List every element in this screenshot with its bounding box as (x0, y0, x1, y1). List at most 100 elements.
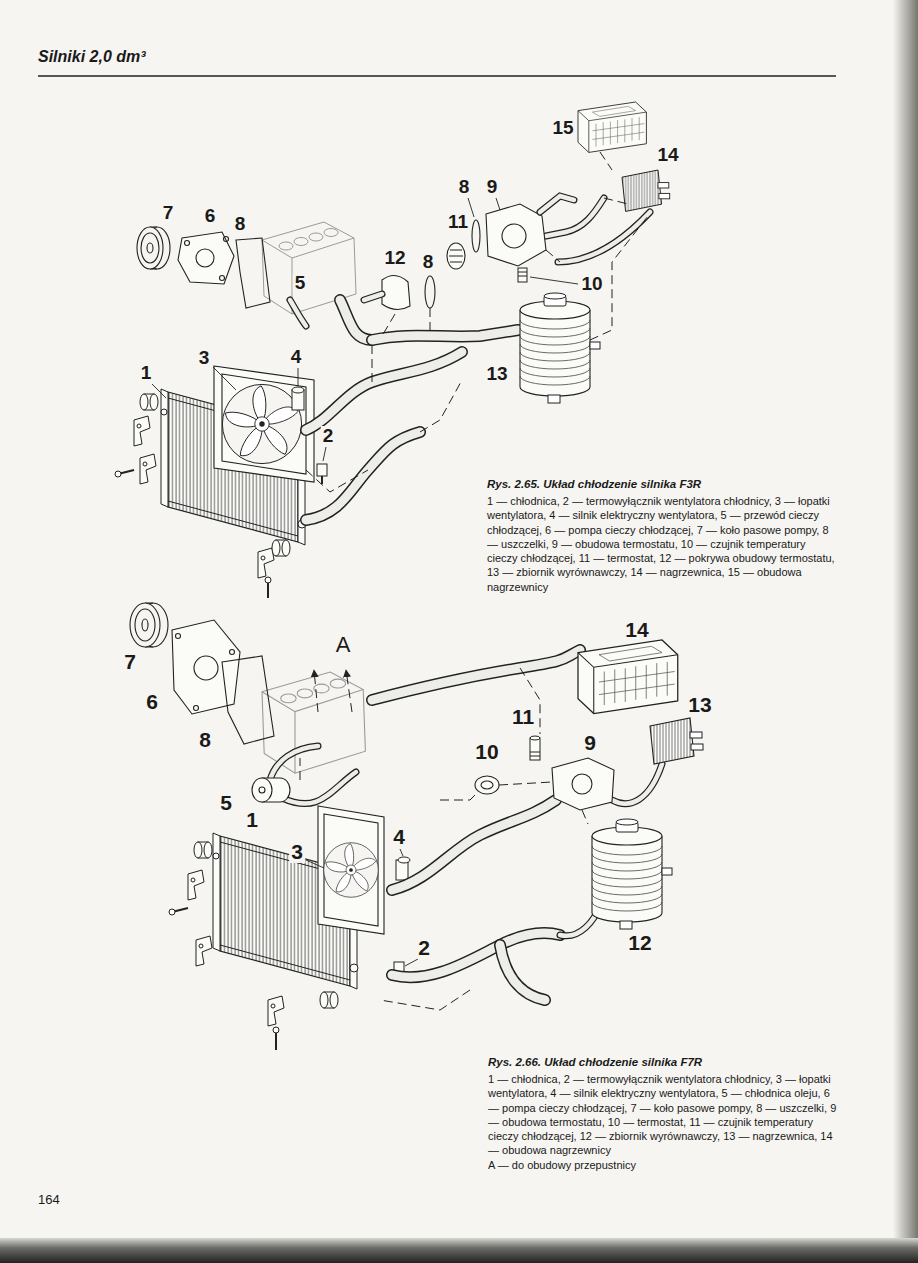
fan-shroud (318, 806, 384, 934)
water-pump (178, 232, 234, 284)
oil-cooler (252, 778, 290, 802)
fan-motor (292, 387, 304, 410)
figure-f7r (270, 746, 318, 780)
figure-f3r (340, 300, 372, 340)
pump-pulley (142, 619, 148, 631)
thermostat-cover (364, 275, 410, 309)
callout-number: 1 (139, 363, 154, 383)
figure-legend: 1 — chłodnica, 2 — termowyłącznik wentyl… (488, 1072, 838, 1158)
fan-motor (398, 857, 410, 863)
figure-f7r (612, 764, 662, 804)
thermostat-housing (502, 224, 526, 248)
dashed-guides (582, 810, 588, 824)
figure-f7r (612, 764, 662, 804)
callout-number: 1 (244, 809, 260, 831)
leader-lines (323, 447, 326, 461)
dashed-guides (499, 782, 552, 785)
thermostat (475, 776, 499, 794)
thermo-switch (321, 476, 323, 484)
pump-pulley (147, 243, 153, 253)
callout-number: 14 (655, 145, 680, 165)
figure-caption: Rys. 2.66. Układ chłodzenie silnika F7R (488, 1056, 702, 1068)
dashed-guides (546, 250, 560, 262)
page-edges (893, 0, 918, 1263)
figure-f3r (306, 352, 462, 430)
figure-f3r (558, 212, 650, 262)
leader-lines (306, 860, 324, 868)
temp-sensor (530, 736, 540, 740)
oil-cooler (252, 778, 272, 802)
fan-shroud (324, 814, 378, 926)
figure-f3r (372, 330, 518, 340)
temp-sensor (518, 268, 527, 282)
temp-sensor (530, 752, 540, 756)
leader-lines (306, 849, 418, 966)
figure-f7r (320, 992, 338, 1008)
callout-number: 4 (391, 826, 407, 848)
callout-number: 2 (416, 937, 432, 959)
leader-lines (400, 849, 403, 856)
water-pump (196, 249, 214, 267)
callout-number: 11 (510, 706, 536, 728)
callout-number: 11 (446, 212, 470, 232)
leader-lines (530, 277, 578, 284)
figure-f7r (196, 936, 212, 966)
figure-f7r (392, 800, 556, 890)
figure-f3r (140, 454, 156, 484)
callout-number: 10 (579, 274, 604, 294)
thermostat-housing (486, 196, 574, 266)
figure-f3r (340, 300, 372, 340)
dashed-guides (382, 314, 395, 336)
thermostat (449, 250, 463, 262)
callout-number: 6 (144, 691, 160, 713)
dashed-guides (430, 308, 431, 334)
figure-f3r (558, 212, 650, 262)
page-number: 164 (38, 1192, 60, 1207)
figure-f7r (650, 718, 703, 764)
leader-lines (213, 367, 236, 390)
pump-pulley (130, 603, 168, 647)
legend-note: A — do obudowy przepustnicy (488, 1159, 636, 1171)
water-pump (176, 634, 181, 639)
leader-lines (298, 368, 299, 386)
figure-f3r (258, 548, 274, 578)
pump-pulley (137, 227, 163, 269)
water-pump (178, 232, 234, 284)
callout-letter: A (334, 633, 353, 656)
callout-number: 4 (289, 347, 304, 367)
figure-f7r (268, 996, 284, 1026)
pump-pulley (141, 233, 159, 263)
dashed-guides (300, 758, 301, 780)
dashed-guides (420, 380, 462, 432)
thermostat-housing (540, 196, 574, 212)
figure-f3r (140, 394, 158, 410)
page-edges (0, 1238, 918, 1263)
fan-motor (292, 387, 304, 393)
dashed-guides (306, 152, 648, 492)
fan-shroud (214, 366, 314, 482)
leader-lines (496, 198, 500, 210)
leader-lines (152, 384, 166, 398)
figure-f7r (282, 772, 356, 804)
seal-ring (425, 276, 435, 308)
temp-sensor (530, 738, 540, 760)
pump-gasket (236, 238, 270, 308)
figure-f3r (134, 416, 150, 446)
figure-f7r (392, 933, 560, 977)
callout-number: 5 (293, 273, 308, 293)
callout-number: 7 (122, 651, 138, 673)
figure-f7r (282, 772, 356, 804)
thermostat-housing (552, 758, 614, 810)
water-pump (172, 620, 240, 714)
running-header: Silniki 2,0 dm³ (38, 48, 146, 66)
thermostat-housing (540, 196, 574, 212)
thermostat-cover (364, 294, 382, 300)
water-pump (230, 650, 235, 655)
leader-lines (405, 959, 418, 966)
water-pump (185, 241, 190, 246)
header-rule (38, 75, 836, 76)
figure-f3r (272, 540, 290, 556)
figure-f3r (372, 330, 518, 340)
callout-number: 2 (321, 426, 336, 446)
dashed-guides (604, 198, 628, 204)
